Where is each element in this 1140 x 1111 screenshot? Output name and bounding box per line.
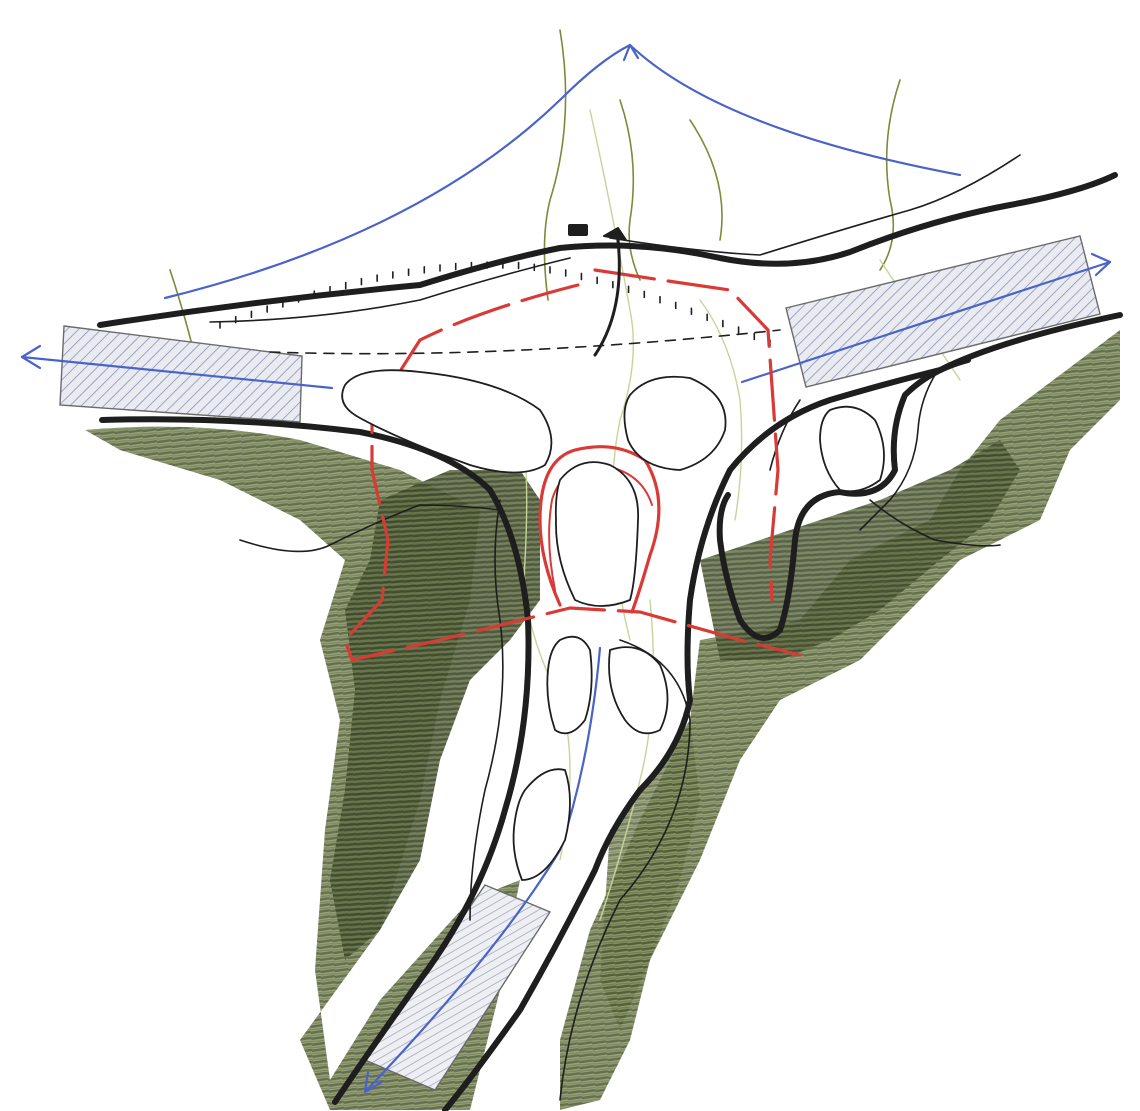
road-tick-marks [220, 262, 770, 346]
island-east [820, 407, 884, 492]
dashed-crosswalk [270, 330, 780, 354]
island-south-1 [547, 637, 591, 734]
island-center [556, 462, 638, 606]
north-arrow-head [604, 228, 626, 240]
road-top-inner-east [610, 155, 1020, 255]
north-marker [568, 224, 588, 236]
island-south-2 [609, 647, 668, 733]
island-center-east [624, 377, 725, 470]
island-south-3 [514, 769, 570, 880]
